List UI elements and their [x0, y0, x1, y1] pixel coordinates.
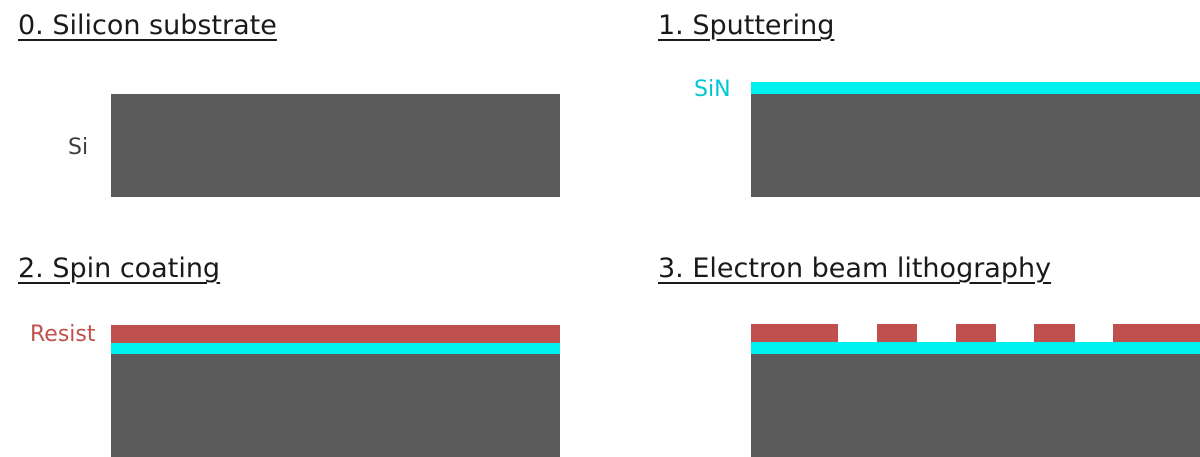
resist-pattern: [751, 324, 838, 342]
step-2-title: 2. Spin coating: [18, 253, 221, 284]
si-label: Si: [68, 135, 89, 160]
resist-pattern: [1113, 324, 1200, 342]
resist-label: Resist: [30, 322, 96, 347]
resist-layer: [111, 325, 560, 343]
sin-layer: [111, 343, 560, 354]
resist-pattern: [877, 324, 917, 342]
silicon-substrate: [111, 354, 560, 457]
sin-layer: [751, 82, 1200, 94]
silicon-substrate: [111, 94, 560, 197]
step-0-title: 0. Silicon substrate: [18, 10, 277, 41]
silicon-substrate: [751, 94, 1200, 197]
silicon-substrate: [751, 354, 1200, 457]
resist-pattern: [956, 324, 996, 342]
resist-pattern: [1034, 324, 1075, 342]
step-3-title: 3. Electron beam lithography: [658, 253, 1052, 284]
step-1-title: 1. Sputtering: [658, 10, 835, 41]
sin-layer: [751, 342, 1200, 354]
sin-label: SiN: [694, 77, 731, 102]
